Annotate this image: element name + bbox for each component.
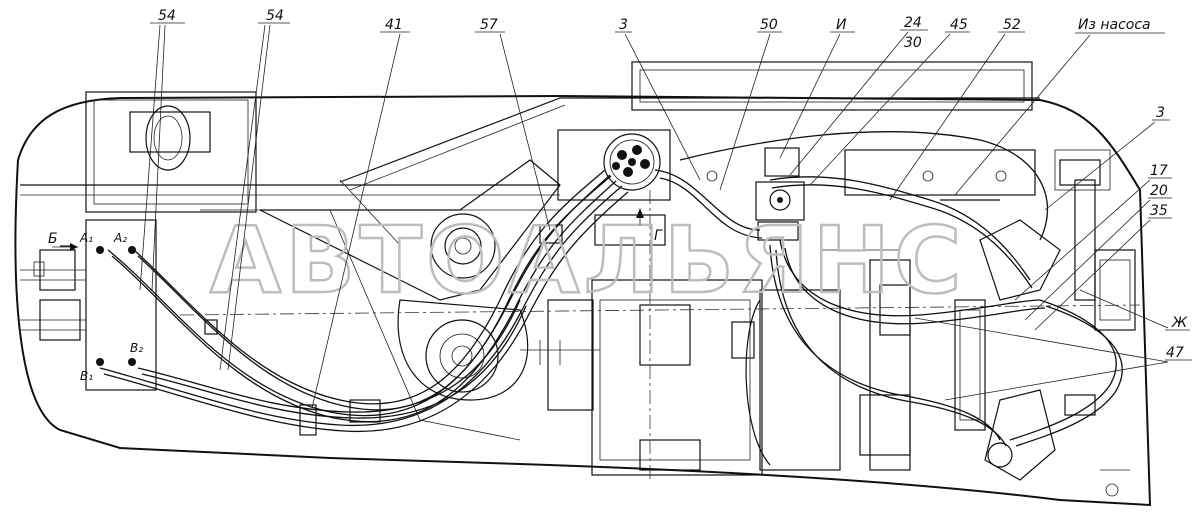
callout-20: 20	[1150, 183, 1168, 199]
view-G: Г	[654, 228, 663, 244]
callout-35: 35	[1150, 203, 1168, 219]
port-V2: B₂	[130, 341, 143, 355]
callout-50: 50	[760, 17, 778, 33]
port-A2: A₂	[113, 231, 127, 245]
callout-54-left: 54	[158, 8, 176, 24]
outer-contour	[14, 94, 1152, 507]
watermark: АВТОАЛЬЯНС	[210, 207, 965, 314]
left-fittings	[20, 219, 157, 391]
callout-57: 57	[480, 17, 498, 33]
callout-30: 30	[904, 35, 922, 51]
callout-I: И	[836, 17, 847, 33]
electric-motor	[520, 279, 763, 476]
right-hoses	[654, 131, 1123, 447]
flow-arrows	[70, 208, 644, 251]
callouts: 54 54 41 57 3 50 И 24 30 45 52 Из насоса…	[48, 8, 1188, 383]
callout-24: 24	[904, 15, 922, 31]
port-A1: A₁	[79, 231, 93, 245]
upper-frame	[20, 61, 1111, 213]
port-V1: B₁	[80, 369, 93, 383]
callout-from-pump: Из насоса	[1078, 17, 1151, 33]
callout-54-right: 54	[266, 8, 284, 24]
callout-3-right: 3	[1156, 105, 1165, 121]
callout-47: 47	[1166, 345, 1184, 361]
valve-block	[706, 147, 1007, 241]
callout-3-top: 3	[619, 17, 628, 33]
callout-45: 45	[950, 17, 968, 33]
lever-mechanism	[259, 159, 561, 441]
leader-lines	[52, 22, 1192, 409]
hose-clamps	[204, 224, 563, 436]
callout-Zh: Ж	[1171, 315, 1188, 331]
centre-axis	[179, 304, 1141, 316]
callout-52: 52	[1003, 17, 1021, 33]
control-block	[557, 129, 671, 246]
pump-unit	[745, 249, 986, 471]
callout-41: 41	[385, 17, 403, 33]
port-B: Б	[48, 231, 58, 247]
right-actuator	[979, 179, 1136, 497]
callout-17: 17	[1150, 163, 1168, 179]
